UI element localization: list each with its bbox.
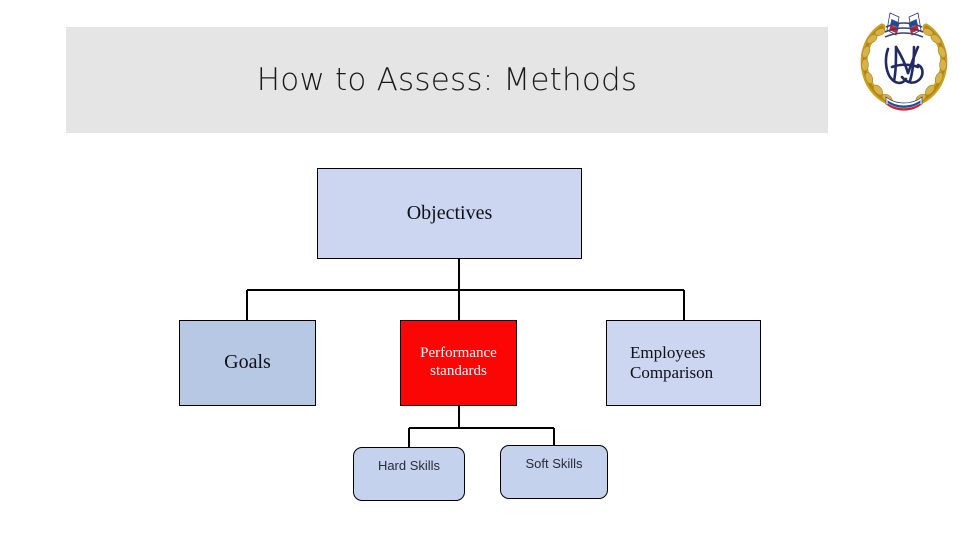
node-employees-comparison[interactable]: Employees Comparison	[606, 320, 761, 406]
node-performance-standards-label: Performance standards	[420, 345, 497, 380]
node-employees-line1: Employees	[630, 342, 706, 362]
node-employees-line2: Comparison	[630, 363, 714, 382]
node-goals[interactable]: Goals	[179, 320, 316, 406]
node-employees-comparison-label: Employees Comparison	[630, 343, 713, 383]
node-soft-skills[interactable]: Soft Skills	[500, 445, 608, 499]
node-objectives-label: Objectives	[406, 201, 493, 224]
node-goals-label: Goals	[224, 351, 271, 374]
node-performance-standards[interactable]: Performance standards	[400, 320, 517, 406]
node-objectives[interactable]: Objectives	[317, 168, 582, 259]
node-soft-skills-label: Soft Skills	[525, 456, 583, 471]
node-performance-line1: Performance	[420, 345, 497, 362]
node-hard-skills[interactable]: Hard Skills	[353, 447, 465, 501]
page-title: How to Assess: Methods	[256, 61, 638, 98]
title-banner: How to Assess: Methods	[66, 27, 828, 133]
university-emblem-icon	[852, 5, 956, 115]
node-performance-line2: standards	[430, 363, 487, 379]
node-hard-skills-label: Hard Skills	[377, 458, 441, 473]
